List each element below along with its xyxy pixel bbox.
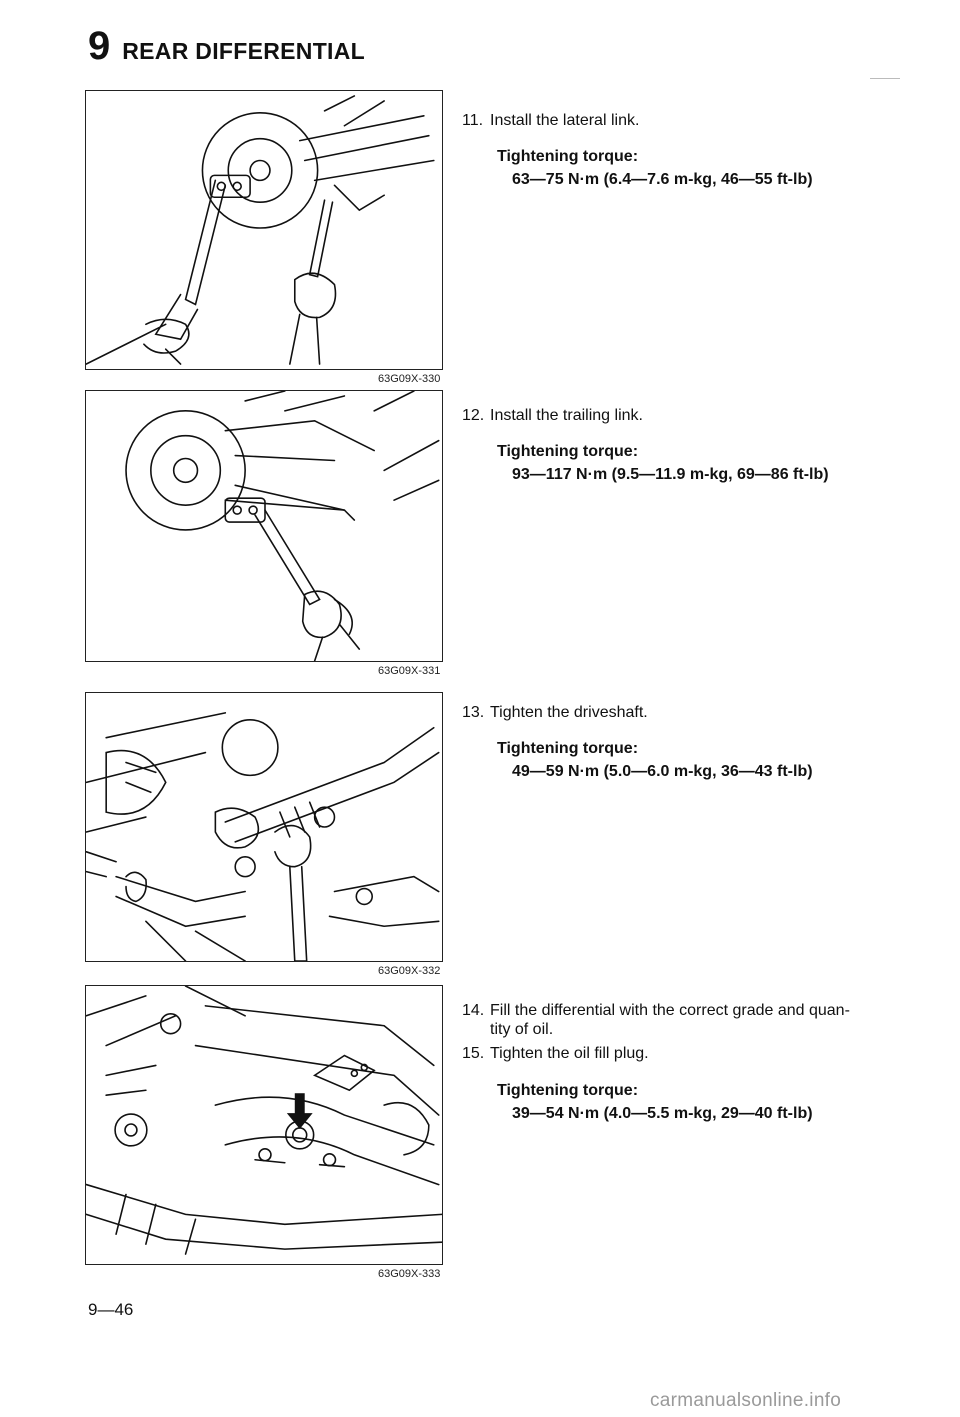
step-text: Install the trailing link. <box>490 407 643 424</box>
oil-fill-plug-illustration <box>86 986 442 1255</box>
figure-trailing-link <box>85 390 443 662</box>
step-text: Fill the differential with the correct g… <box>490 1002 850 1019</box>
step-13: 13. Tighten the driveshaft. <box>462 702 902 723</box>
figure-lateral-link <box>85 90 443 370</box>
step-number: 15. <box>462 1045 485 1062</box>
figure-code: 63G09X-332 <box>378 965 441 977</box>
figure-code: 63G09X-330 <box>378 373 441 385</box>
figure-code: 63G09X-333 <box>378 1268 441 1280</box>
torque-label: Tightening torque: <box>497 1082 639 1099</box>
step-text: Tighten the driveshaft. <box>490 704 648 721</box>
torque-value: 93—117 N·m (9.5—11.9 m-kg, 69—86 ft-lb) <box>512 466 829 483</box>
step-15: 15. Tighten the oil fill plug. <box>462 1043 902 1064</box>
torque-label: Tightening torque: <box>497 443 639 460</box>
step-number: 11. <box>462 112 484 129</box>
torque-label: Tightening torque: <box>497 740 639 757</box>
step-11: 11. Install the lateral link. <box>462 110 902 131</box>
page-number: 9—46 <box>88 1300 134 1319</box>
lateral-link-illustration <box>86 95 435 365</box>
page-header: 9 REAR DIFFERENTIAL <box>88 26 365 66</box>
step-number: 12. <box>462 407 485 424</box>
trailing-link-illustration <box>125 391 440 661</box>
torque-value: 63—75 N·m (6.4—7.6 m-kg, 46—55 ft-lb) <box>512 171 813 188</box>
figure-oil-fill-plug <box>85 985 443 1265</box>
watermark: carmanualsonline.info <box>650 1390 842 1411</box>
driveshaft-illustration <box>86 712 440 961</box>
step-text-continued: tity of oil. <box>490 1021 554 1038</box>
torque-value: 39—54 N·m (4.0—5.5 m-kg, 29—40 ft-lb) <box>512 1105 813 1122</box>
figure-driveshaft <box>85 692 443 962</box>
step-12: 12. Install the trailing link. <box>462 405 902 426</box>
torque-label: Tightening torque: <box>497 148 639 165</box>
chapter-number: 9 <box>88 24 111 68</box>
step-text: Tighten the oil fill plug. <box>490 1045 649 1062</box>
step-text: Install the lateral link. <box>490 112 640 129</box>
step-number: 13. <box>462 704 485 721</box>
step-number: 14. <box>462 1002 485 1019</box>
chapter-title: REAR DIFFERENTIAL <box>122 38 366 64</box>
step-14: 14. Fill the differential with the correc… <box>462 1000 902 1021</box>
figure-code: 63G09X-331 <box>378 665 441 677</box>
header-rule <box>870 78 900 79</box>
arrow-icon <box>286 1093 313 1129</box>
torque-value: 49—59 N·m (5.0—6.0 m-kg, 36—43 ft-lb) <box>512 763 813 780</box>
